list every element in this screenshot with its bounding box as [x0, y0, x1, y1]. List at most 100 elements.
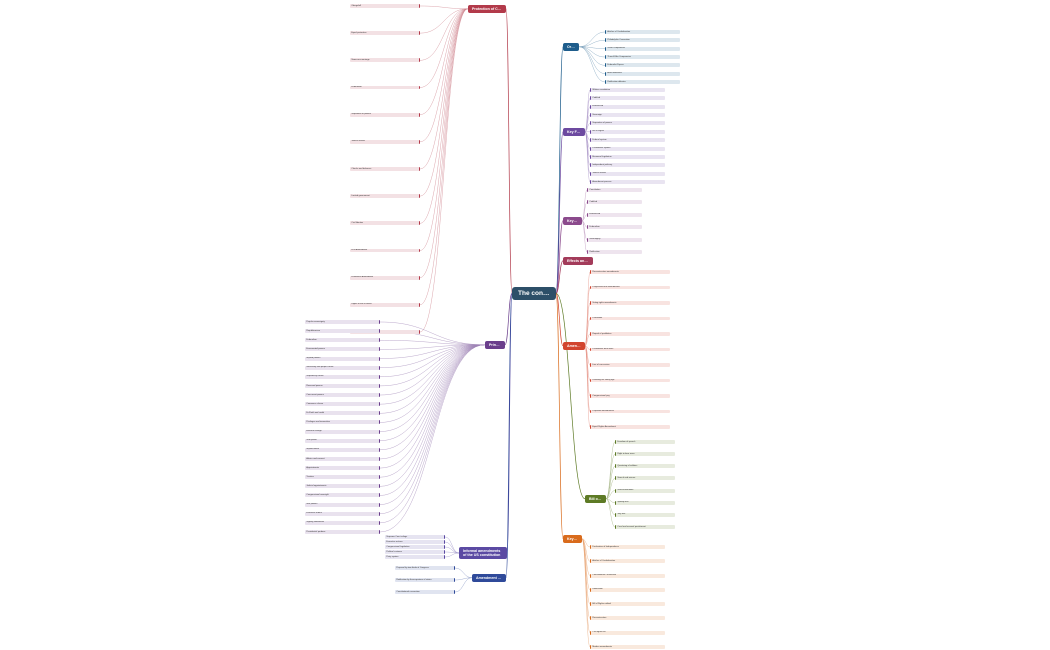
- mind-map-leaf[interactable]: Privileges and immunities: [305, 420, 380, 425]
- mind-map-leaf[interactable]: Treaties: [305, 475, 380, 480]
- mind-map-leaf[interactable]: Self-incrimination: [615, 488, 675, 493]
- mind-map-leaf[interactable]: Entrenched: [590, 104, 665, 109]
- mind-map-leaf[interactable]: Congressional oversight: [305, 493, 380, 498]
- mind-map-leaf[interactable]: Entrenched: [587, 212, 642, 217]
- mind-map-leaf[interactable]: Ratification: [590, 587, 665, 592]
- mind-map-leaf[interactable]: Implied powers: [305, 356, 380, 361]
- mind-map-leaf[interactable]: Presidential pardons: [305, 530, 380, 534]
- mind-map-leaf[interactable]: Reconstruction amendments: [590, 270, 670, 274]
- mind-map-leaf[interactable]: Congressional pay: [590, 394, 670, 398]
- mind-map-leaf[interactable]: Codified: [587, 200, 642, 205]
- mind-map-leaf[interactable]: First Amendment: [350, 248, 420, 253]
- root-node[interactable]: The constitution: [512, 287, 556, 300]
- mind-map-leaf[interactable]: Ratification: [587, 250, 642, 254]
- mind-map-leaf[interactable]: Philadelphia Convention: [605, 38, 680, 43]
- mind-map-leaf[interactable]: Federalist Papers: [605, 63, 680, 68]
- mind-map-leaf[interactable]: Proposed amendments: [590, 409, 670, 414]
- mind-map-leaf[interactable]: Presidential term limits: [590, 347, 670, 352]
- mind-map-leaf[interactable]: Executive orders: [305, 511, 380, 516]
- mind-map-leaf[interactable]: Due process: [350, 330, 420, 334]
- mind-map-leaf[interactable]: Written constitution: [590, 88, 665, 92]
- mind-map-leaf[interactable]: Republicanism: [305, 329, 380, 334]
- mind-map-leaf[interactable]: Sovereign: [590, 113, 665, 118]
- mind-map-leaf[interactable]: Full faith and credit: [305, 411, 380, 416]
- mind-map-leaf[interactable]: Constitutional convention: [395, 590, 455, 594]
- mind-map-leaf[interactable]: Lowering the voting age: [590, 378, 670, 383]
- mind-map-leaf[interactable]: Electoral college: [305, 429, 380, 434]
- mind-map-leaf[interactable]: Great Compromise: [605, 46, 680, 51]
- mind-map-leaf[interactable]: Necessary and proper clause: [305, 365, 380, 370]
- mind-map-leaf[interactable]: Enumerated powers: [305, 347, 380, 352]
- branch-key-features[interactable]: Key Features: [563, 128, 585, 136]
- mind-map-leaf[interactable]: Federalism: [305, 338, 380, 343]
- mind-map-leaf[interactable]: War powers: [305, 502, 380, 507]
- mind-map-leaf[interactable]: Congressional legislation: [385, 545, 445, 549]
- branch-effects-and-interests[interactable]: Effects and Interests: [563, 257, 593, 265]
- branch-key-dates[interactable]: Key Dates: [563, 535, 582, 543]
- mind-map-leaf[interactable]: Judicial review: [350, 139, 420, 144]
- mind-map-leaf[interactable]: Proposal by two-thirds of Congress: [395, 566, 455, 570]
- mind-map-leaf[interactable]: Judicial review: [590, 171, 665, 176]
- mind-map-leaf[interactable]: Limited government: [350, 194, 420, 199]
- mind-map-leaf[interactable]: Bill of Rights: [590, 129, 665, 134]
- mind-map-leaf[interactable]: Right to bear arms: [615, 452, 675, 457]
- mind-map-leaf[interactable]: Freedom of speech: [615, 440, 675, 444]
- mind-map-leaf[interactable]: Three-Fifths Compromise: [605, 55, 680, 59]
- mind-map-leaf[interactable]: Codified: [590, 96, 665, 101]
- mind-map-leaf[interactable]: Separation of powers: [350, 112, 420, 117]
- mind-map-leaf[interactable]: Checks and balances: [350, 167, 420, 171]
- branch-amendments[interactable]: Amendments: [563, 342, 585, 350]
- mind-map-leaf[interactable]: Veto power: [305, 438, 380, 443]
- mind-map-leaf[interactable]: Federalism: [587, 225, 642, 230]
- mind-map-leaf[interactable]: Reconstruction: [590, 616, 665, 621]
- mind-map-leaf[interactable]: Cruel and unusual punishment: [615, 525, 675, 529]
- mind-map-leaf[interactable]: Party system: [385, 555, 445, 559]
- mind-map-leaf[interactable]: Modern amendments: [590, 645, 665, 649]
- mind-map-leaf[interactable]: Anti-Federalists: [605, 71, 680, 76]
- mind-map-leaf[interactable]: Supremacy clause: [305, 374, 380, 379]
- mind-map-leaf[interactable]: Ratification debates: [605, 80, 680, 84]
- mind-map-leaf[interactable]: Speedy trial: [615, 500, 675, 505]
- mind-map-leaf[interactable]: Ratification by three-quarters of states: [395, 578, 455, 582]
- mind-map-leaf[interactable]: Judicial appointments: [305, 484, 380, 489]
- mind-map-leaf[interactable]: Independent judiciary: [590, 163, 665, 168]
- mind-map-leaf[interactable]: Jury trial: [615, 512, 675, 517]
- mind-map-leaf[interactable]: Commerce clause: [305, 402, 380, 407]
- mind-map-leaf[interactable]: Repeal of prohibition: [590, 332, 670, 336]
- mind-map-leaf[interactable]: Obergefell: [350, 4, 420, 8]
- mind-map-leaf[interactable]: Declaration of Independence: [590, 545, 665, 549]
- mind-map-leaf[interactable]: Line of succession: [590, 363, 670, 367]
- mind-map-leaf[interactable]: Same-sex marriage: [350, 58, 420, 63]
- mind-map-leaf[interactable]: Concurrent powers: [305, 393, 380, 398]
- mind-map-leaf[interactable]: Bicameral legislature: [590, 154, 665, 159]
- mind-map-leaf[interactable]: Sovereignty: [587, 237, 642, 242]
- mind-map-leaf[interactable]: Supreme Court rulings: [385, 535, 445, 539]
- branch-origins[interactable]: Origins: [563, 43, 579, 51]
- branch-amendment-process[interactable]: Amendment process: [472, 574, 506, 582]
- mind-map-leaf[interactable]: Popular sovereignty: [305, 320, 380, 324]
- mind-map-leaf[interactable]: Equal protection: [350, 31, 420, 36]
- branch-key-words[interactable]: Key words: [563, 217, 582, 225]
- mind-map-leaf[interactable]: Voting rights amendments: [590, 301, 670, 305]
- mind-map-leaf[interactable]: Equal Rights Amendment: [590, 425, 670, 429]
- mind-map-leaf[interactable]: Progressive-era amendments: [590, 285, 670, 290]
- mind-map-leaf[interactable]: Prohibition: [590, 316, 670, 321]
- mind-map-leaf[interactable]: Bill of Rights ratified: [590, 602, 665, 607]
- mind-map-leaf[interactable]: Signing statements: [305, 520, 380, 525]
- mind-map-leaf[interactable]: Reserved powers: [305, 383, 380, 388]
- mind-map-leaf[interactable]: Impeachment: [305, 447, 380, 452]
- mind-map-leaf[interactable]: Appointments: [305, 466, 380, 471]
- mind-map-leaf[interactable]: Rights of the accused: [350, 302, 420, 307]
- branch-informal-amendments[interactable]: Informal amendments of the US constituti…: [459, 547, 507, 559]
- mind-map-leaf[interactable]: Executive actions: [385, 540, 445, 544]
- mind-map-leaf[interactable]: Articles of Confederation: [605, 30, 680, 34]
- mind-map-leaf[interactable]: Amendment process: [590, 180, 665, 184]
- branch-principles[interactable]: Principles: [485, 341, 505, 349]
- mind-map-leaf[interactable]: Civil rights era: [590, 630, 665, 635]
- mind-map-leaf[interactable]: Political customs: [385, 550, 445, 554]
- mind-map-leaf[interactable]: Federal system: [590, 138, 665, 143]
- mind-map-leaf[interactable]: Quartering of soldiers: [615, 464, 675, 469]
- mind-map-leaf[interactable]: Federalism: [350, 85, 420, 90]
- mind-map-leaf[interactable]: Fourteenth Amendment: [350, 275, 420, 280]
- mind-map-leaf[interactable]: Articles of Confederation: [590, 559, 665, 564]
